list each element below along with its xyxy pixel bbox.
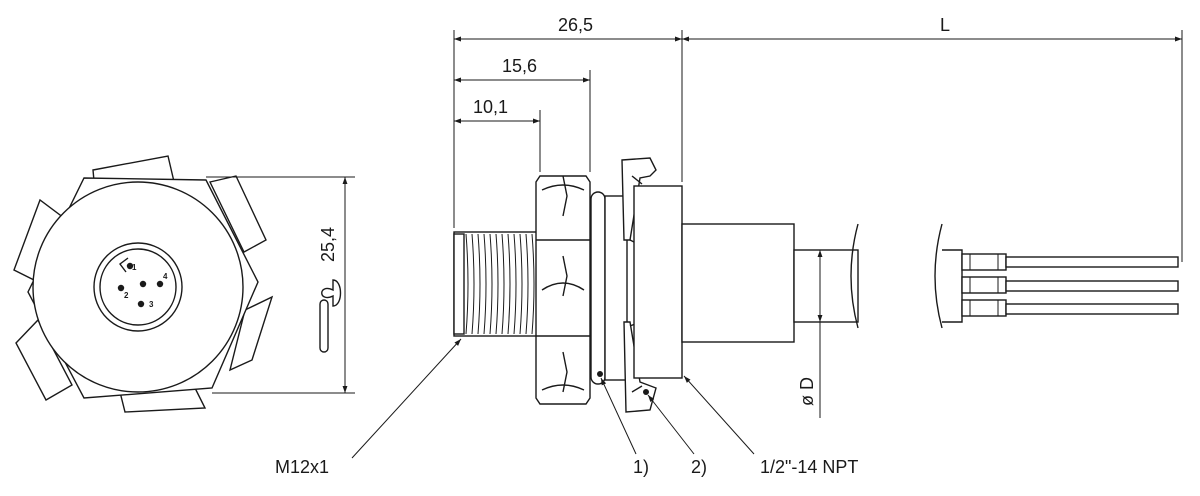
housing-outer-circle [32,181,244,393]
socket-inner-circle [99,248,177,326]
pin-1-contact [126,262,134,270]
dim-overall-length: 26,5 [558,15,593,35]
hex-nut-side [535,175,591,405]
callout-thread-m12: M12x1 [275,457,329,477]
wrench-icon [319,279,342,353]
pin-4-contact [156,280,164,288]
cable [793,223,963,329]
dim-cable-length: L [940,15,950,35]
dim-width-across-flats: 25,4 [318,227,338,262]
body-flange [633,185,683,379]
socket-face-circle [93,242,183,332]
nut-tab-right [228,295,274,372]
coding-key-notch [119,257,129,273]
pin-3-label: 3 [149,300,154,309]
callout-note-2: 2) [691,457,707,477]
side-view: 26,5 L 15,6 10,1 ø D M12x1 1) 2) 1/2"-14… [275,15,1183,477]
pin-1-label: 1 [132,263,137,272]
thread-turns [465,233,535,335]
nut-tab-left-bottom [15,318,73,401]
callout-note-1: 1) [633,457,649,477]
pin-2-label: 2 [124,291,129,300]
npt-body [681,223,795,343]
pin-2-contact [117,284,125,292]
pin-3-contact [137,300,145,308]
callout-pipe-thread: 1/2"-14 NPT [760,457,858,477]
dim-middle-length: 15,6 [502,56,537,76]
o-ring [590,191,606,385]
wire-ends [961,253,1179,317]
pin-center-contact [139,280,147,288]
dim-cable-diameter: ø D [797,377,817,406]
front-view: 1 2 3 4 25,4 [13,155,355,413]
lock-washer [604,157,657,413]
pin-4-label: 4 [163,272,168,281]
nut-tab-top-right [208,175,267,253]
dim-thread-length: 10,1 [473,97,508,117]
